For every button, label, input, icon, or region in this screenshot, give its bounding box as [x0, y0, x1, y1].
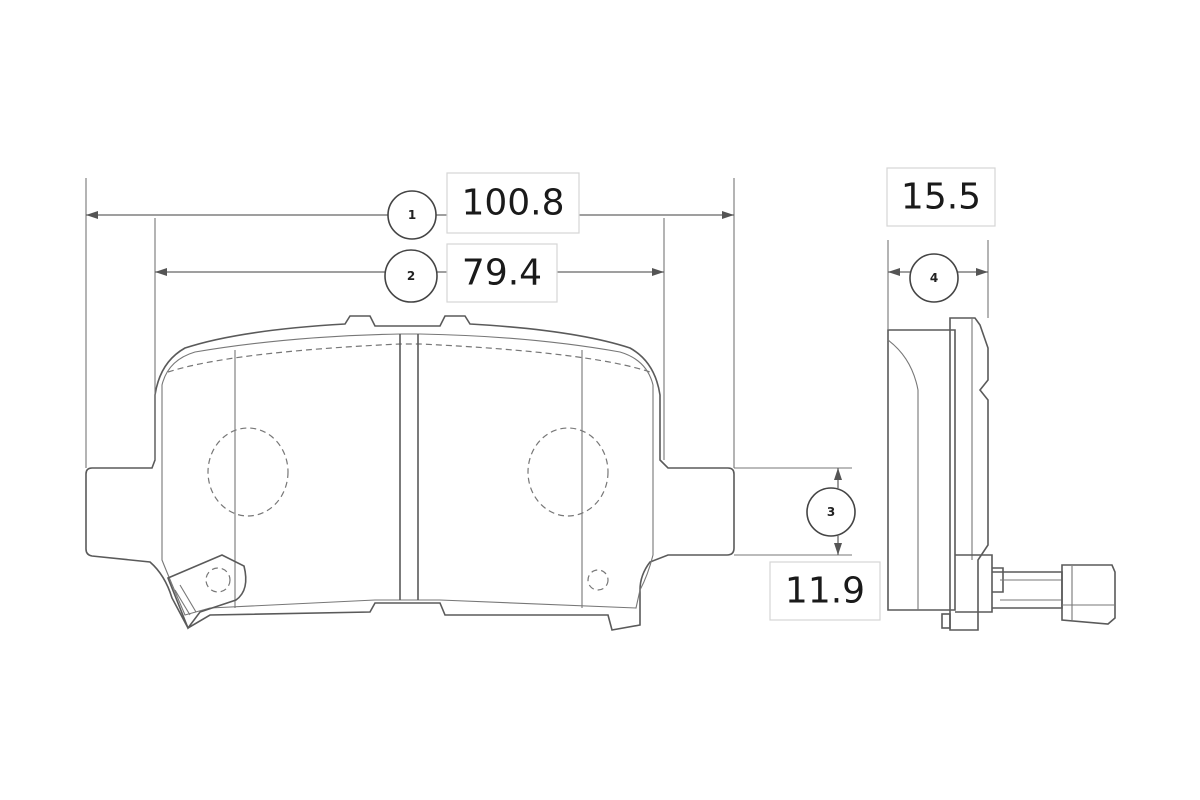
dimension-value-3: 11.9 — [785, 571, 865, 612]
value-label-2: 79.4 — [446, 243, 558, 303]
sensor-clip — [166, 554, 247, 630]
callout-number-2: 2 — [407, 269, 415, 283]
dimension-value-4: 15.5 — [901, 177, 981, 218]
dimension-value-1: 100.8 — [461, 183, 564, 224]
callout-bubble-2: 2 — [384, 249, 438, 303]
backing-plate-outline — [85, 315, 735, 631]
rivet-circle-right — [587, 569, 609, 591]
callout-bubble-1: 1 — [387, 190, 437, 240]
piston-circle-left — [207, 427, 289, 517]
value-label-3: 11.9 — [769, 561, 881, 621]
dimension-4 — [888, 268, 988, 276]
value-label-4: 15.5 — [886, 167, 996, 227]
callout-bubble-3: 3 — [806, 487, 856, 537]
callout-number-4: 4 — [930, 271, 938, 285]
friction-pad-outline — [161, 333, 654, 616]
callout-number-3: 3 — [827, 505, 835, 519]
side-view — [887, 317, 1116, 631]
callout-bubble-4: 4 — [909, 253, 959, 303]
piston-circle-right — [527, 427, 609, 517]
center-slot — [399, 334, 419, 600]
wear-limit-line — [167, 343, 651, 373]
dimension-3 — [834, 468, 842, 555]
callout-number-1: 1 — [408, 208, 416, 222]
value-label-1: 100.8 — [446, 172, 580, 234]
dimension-value-2: 79.4 — [462, 253, 542, 294]
